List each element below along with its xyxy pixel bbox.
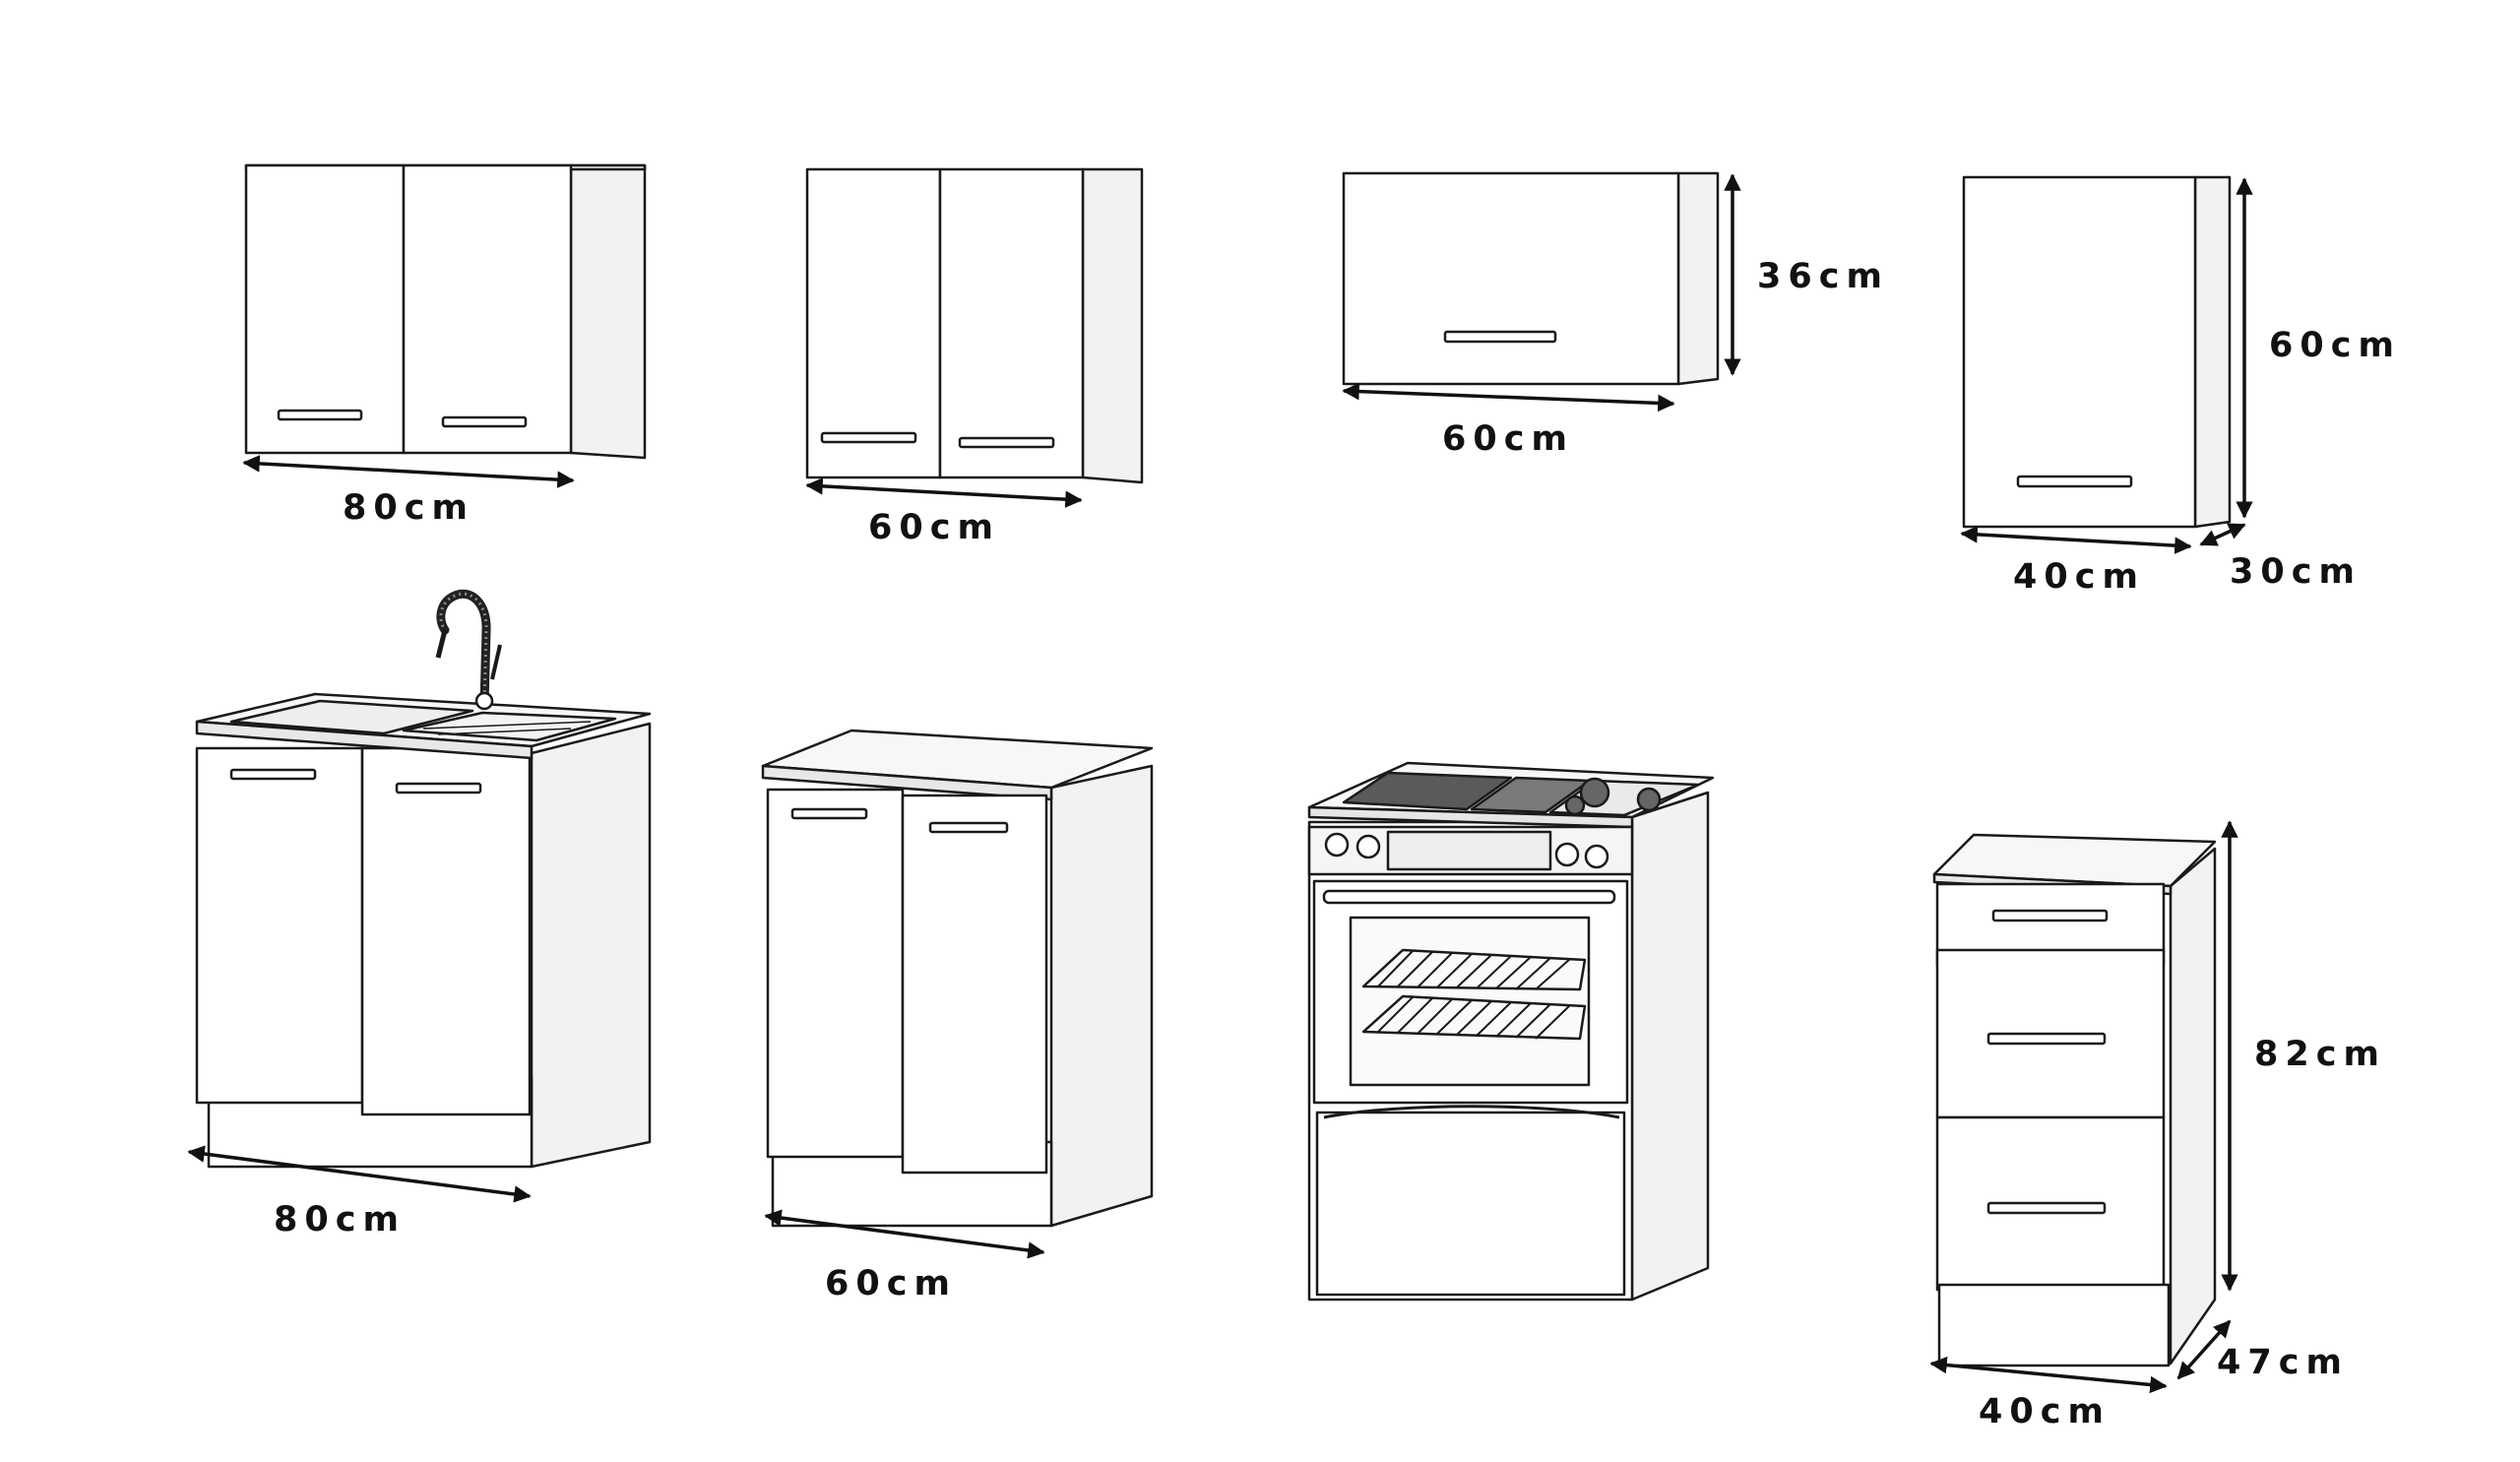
drawer-unit <box>1932 833 2217 1367</box>
cabinet-door <box>1962 175 2197 529</box>
gas-burner <box>1579 777 1610 808</box>
wall-cabinet-80 <box>244 163 647 460</box>
oven-rack-lower <box>1361 994 1587 1041</box>
door-handle <box>958 436 1055 449</box>
drawer-handle <box>1986 1201 2107 1215</box>
cooker <box>1307 761 1715 1302</box>
control-knob <box>1355 834 1381 859</box>
cabinet-door-right <box>938 167 1085 479</box>
cabinet-side-panel <box>1081 167 1144 484</box>
door-handle <box>395 782 482 795</box>
dimension-label: 60cm <box>868 508 1000 547</box>
door-handle <box>277 409 363 421</box>
door-handle <box>928 821 1009 834</box>
dimension-label: 80cm <box>274 1200 406 1240</box>
dimension-label: 60cm <box>825 1264 957 1303</box>
door-handle <box>790 807 868 820</box>
dimension-arrow <box>242 455 575 488</box>
drawer-handle <box>1991 909 2109 922</box>
dimension-label: 40cm <box>2013 557 2145 597</box>
dimension-arrow <box>2176 1319 2232 1380</box>
door-handle <box>1443 330 1557 344</box>
faucet-lever <box>490 644 502 680</box>
cabinet-door-left <box>805 167 942 479</box>
storage-drawer <box>1315 1111 1626 1297</box>
dimension-arrow <box>1929 1356 2168 1394</box>
dimension-arrow <box>1960 526 2192 554</box>
dimension-label: 82cm <box>2254 1035 2386 1074</box>
dimension-arrow <box>187 1145 532 1203</box>
wall-cabinet-40 <box>1962 175 2232 529</box>
cabinet-flap-door <box>1342 171 1680 386</box>
door-handle <box>229 768 317 781</box>
control-panel-display <box>1386 830 1552 871</box>
cabinet-side-panel <box>1049 764 1154 1228</box>
sink-faucet <box>435 589 502 711</box>
cooker-side-panel <box>1630 791 1710 1302</box>
oven-rack-upper <box>1361 948 1587 991</box>
cabinet-side-panel <box>1676 171 1720 386</box>
cabinet-side-panel <box>569 163 647 460</box>
dimension-arrow <box>764 1209 1045 1259</box>
cabinet-side-panel <box>2169 847 2217 1366</box>
base-cabinet-60 <box>761 729 1154 1228</box>
cabinet-door-right <box>360 746 532 1116</box>
cabinet-side-panel <box>2193 175 2232 529</box>
control-knob <box>1324 832 1350 858</box>
faucet-spring <box>436 589 491 709</box>
control-knob <box>1554 842 1580 867</box>
dimension-arrow <box>805 477 1083 508</box>
cabinet-door-right <box>901 794 1048 1175</box>
cabinet-side-panel <box>530 722 652 1169</box>
gas-burner <box>1636 787 1662 812</box>
dimension-arrow <box>2199 523 2246 546</box>
cabinet-door-left <box>766 788 905 1159</box>
faucet-spout <box>435 629 448 659</box>
dimension-label: 60cm <box>1442 419 1574 459</box>
dimension-label: 60cm <box>2269 326 2401 365</box>
grill-plate <box>1342 771 1513 811</box>
cabinet-door-left <box>195 746 364 1105</box>
dimension-arrow <box>1342 382 1675 413</box>
dimension-label: 80cm <box>343 488 474 528</box>
door-handle <box>441 415 528 428</box>
drawer-handle <box>1986 1032 2107 1046</box>
sink-base-cabinet <box>195 692 652 1169</box>
dimension-label: 40cm <box>1979 1392 2110 1431</box>
dimension-label: 47cm <box>2217 1343 2349 1382</box>
dimension-label: 30cm <box>2230 552 2362 592</box>
wall-cabinet-60 <box>805 167 1144 484</box>
cabinet-door-right <box>402 163 573 455</box>
sink-worktop-edge <box>195 720 534 760</box>
door-handle <box>820 431 917 444</box>
oven-handle <box>1322 889 1616 905</box>
cabinet-worktop-edge <box>761 764 1053 801</box>
control-knob <box>1584 844 1609 869</box>
sink-basin <box>229 699 474 735</box>
wall-flap-cabinet <box>1342 171 1720 386</box>
dimension-label: 36cm <box>1757 257 1889 296</box>
door-handle <box>2016 475 2133 488</box>
gas-burner <box>1564 795 1586 816</box>
cabinet-plinth <box>1937 1283 2171 1367</box>
oven-rack-bars <box>1377 950 1571 1040</box>
faucet-base <box>474 691 494 711</box>
cabinet-door-left <box>244 163 406 455</box>
